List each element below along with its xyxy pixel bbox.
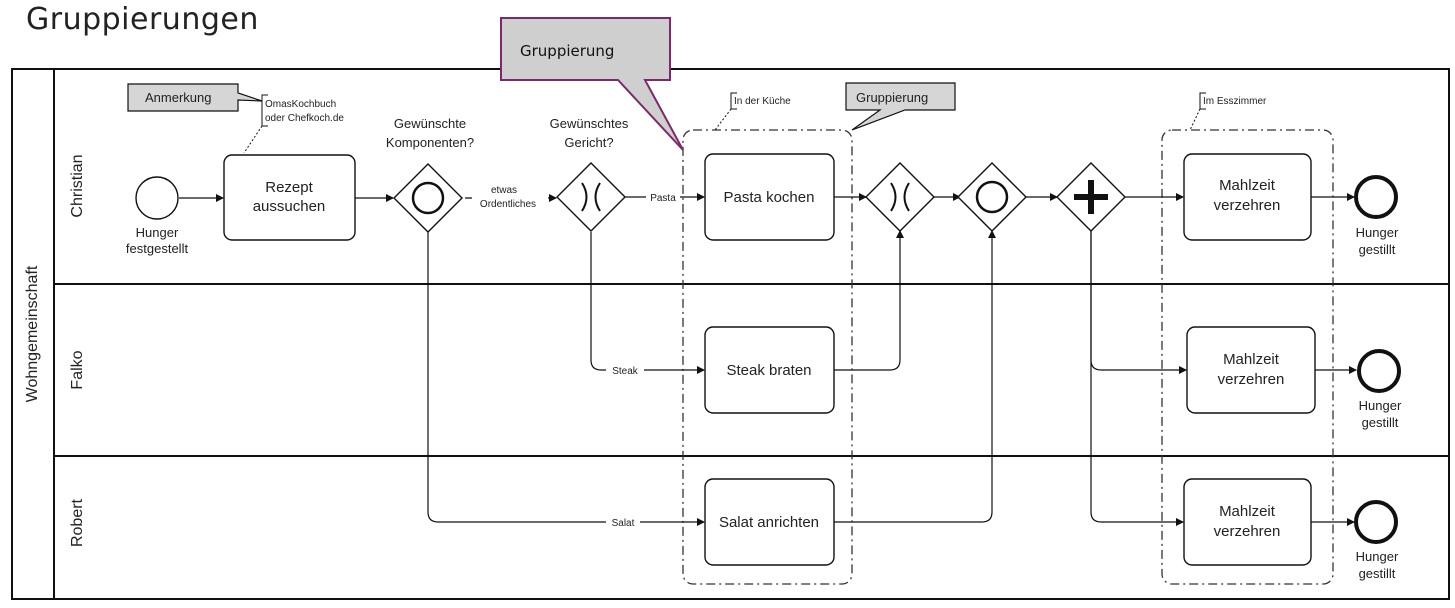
annotation-kochbuch-line1: OmasKochbuch [265, 99, 336, 110]
annotation-bracket-kochbuch [261, 94, 268, 127]
group-kueche [682, 129, 853, 585]
task-mahlzeit-robert [1183, 478, 1312, 566]
page-title: Gruppierungen [26, 2, 259, 37]
end-event-robert [1354, 500, 1398, 544]
annotation-esszimmer: Im Esszimmer [1203, 96, 1267, 107]
end-event-label-line2: gestillt [1359, 566, 1396, 581]
annotation-kochbuch-line2: oder Chefkoch.de [265, 113, 344, 124]
pool-border [11, 68, 1450, 600]
callout-anmerkung-text: Anmerkung [145, 90, 211, 105]
task-salat-anrichten [704, 478, 835, 566]
flow-label-bg [646, 190, 680, 204]
gateway-inclusive-join [957, 162, 1027, 232]
task-salat-label: Salat anrichten [719, 514, 819, 531]
flow-label-salat: Salat [612, 518, 635, 529]
task-mahlzeit-line2: verzehren [1218, 371, 1285, 388]
callout-gruppierung-small [845, 82, 956, 131]
end-event-label-line1: Hunger [1356, 549, 1399, 564]
gateway-gericht-line1: Gewünschtes [550, 116, 629, 131]
task-mahlzeit-line1: Mahlzeit [1219, 503, 1276, 520]
annotation-association [243, 125, 263, 154]
task-steak-label: Steak braten [726, 362, 811, 379]
task-steak-braten [704, 326, 835, 414]
group-esszimmer [1161, 129, 1334, 585]
annotation-association [714, 108, 732, 131]
annotation-kueche: In der Küche [734, 96, 791, 107]
task-rezept-line1: Rezept [265, 179, 313, 196]
annotation-association [1189, 108, 1201, 131]
task-mahlzeit-line2: verzehren [1214, 197, 1281, 214]
end-event-falko [1357, 349, 1401, 393]
end-event-label-line1: Hunger [1359, 398, 1402, 413]
callout-gruppierung-large [500, 17, 684, 151]
task-pasta-kochen [704, 153, 835, 241]
start-event-label-line1: Hunger [136, 225, 179, 240]
end-event-christian [1354, 175, 1398, 219]
callout-gruppierung-large-text: Gruppierung [520, 42, 614, 60]
task-mahlzeit-falko [1186, 326, 1316, 414]
gateway-gericht-line2: Gericht? [564, 135, 613, 150]
flow-label-etwas-line2: Ordentliches [480, 199, 536, 210]
start-event-label-line2: festgestellt [126, 241, 189, 256]
task-mahlzeit-line2: verzehren [1214, 523, 1281, 540]
gateway-exclusive-join [865, 162, 935, 232]
gateway-komponenten-line2: Komponenten? [386, 135, 474, 150]
lane-label-christian: Christian [69, 154, 86, 217]
end-event-label-line2: gestillt [1359, 242, 1396, 257]
flow-label-pasta: Pasta [650, 193, 676, 204]
task-mahlzeit-line1: Mahlzeit [1223, 351, 1280, 368]
pool-label: Wohngemeinschaft [24, 265, 41, 402]
flow-label-bg [606, 515, 640, 529]
lane-label-robert: Robert [69, 498, 86, 547]
gateway-exclusive-split [556, 162, 626, 232]
callout-gruppierung-small-text: Gruppierung [856, 90, 928, 105]
start-event [135, 176, 179, 220]
task-rezept-aussuchen [223, 154, 356, 241]
flow-label-steak: Steak [612, 366, 639, 377]
task-mahlzeit-christian [1183, 153, 1312, 241]
end-event-label-line2: gestillt [1362, 415, 1399, 430]
callout-anmerkung [127, 83, 263, 112]
flow-label-bg [606, 363, 644, 377]
flow-label-etwas-line1: etwas [491, 185, 517, 196]
annotation-bracket-kueche [730, 92, 737, 110]
lane-label-falko: Falko [69, 350, 86, 389]
gateway-komponenten-line1: Gewünschte [394, 116, 466, 131]
annotation-bracket-esszimmer [1199, 92, 1206, 110]
end-event-label-line1: Hunger [1356, 225, 1399, 240]
gateway-parallel-split [1056, 162, 1126, 232]
sequence-flows [179, 193, 1357, 526]
task-mahlzeit-line1: Mahlzeit [1219, 177, 1276, 194]
task-rezept-line2: aussuchen [253, 198, 326, 215]
flow-label-bg [472, 180, 548, 212]
gateway-inclusive-split [393, 163, 463, 233]
task-pasta-label: Pasta kochen [724, 189, 815, 206]
